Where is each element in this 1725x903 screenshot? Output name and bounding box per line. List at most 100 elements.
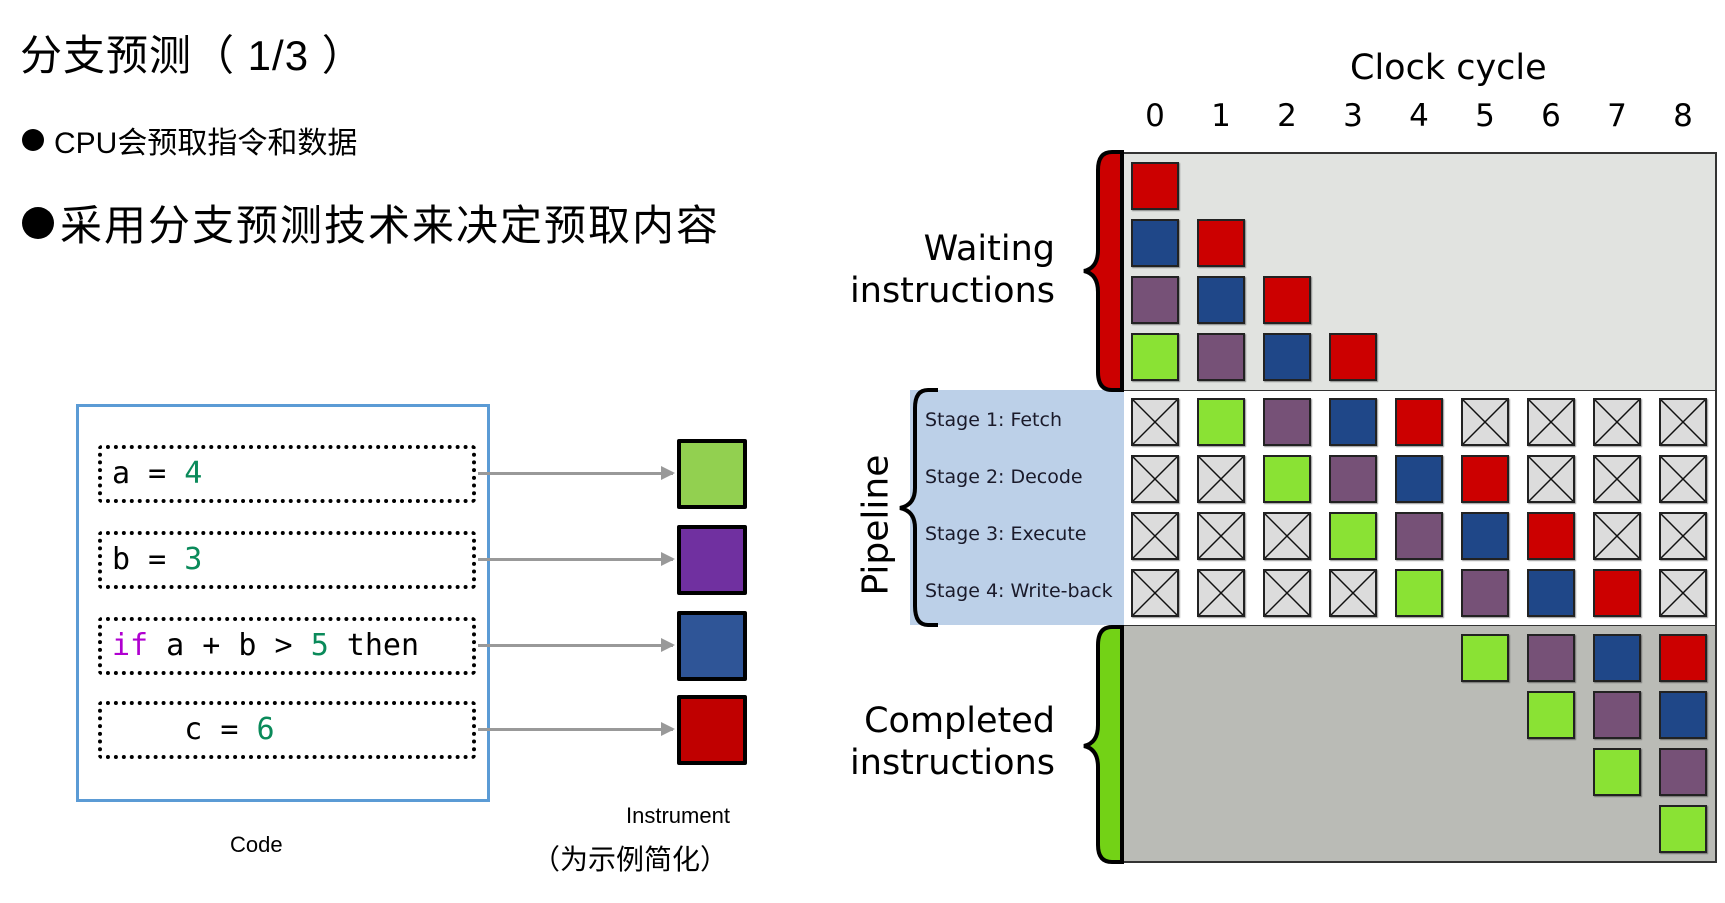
completed-instruction-blue [1593,634,1641,682]
empty-slot-icon [1593,398,1641,446]
waiting-instruction-red [1197,219,1245,267]
code-token-num: 6 [256,712,275,747]
empty-slot-icon [1263,569,1311,617]
code-token-plain: b = [112,542,185,577]
code-line: b = 3 [98,531,476,589]
cycle-tick-2: 2 [1277,98,1297,134]
mapping-arrow-icon [478,722,675,736]
pipeline-label: Pipeline [855,454,897,596]
waiting-instruction-red [1329,333,1377,381]
pipeline-instruction-blue [1461,512,1509,560]
pipeline-instruction-green [1263,455,1311,503]
code-token-plain: a = [112,456,185,491]
code-line: a = 4 [98,445,476,503]
cycle-tick-6: 6 [1541,98,1561,134]
pipeline-instruction-red [1395,398,1443,446]
empty-slot-icon [1197,512,1245,560]
mapping-arrow-icon [478,638,675,652]
pipeline-instruction-red [1461,455,1509,503]
instruction-square [677,525,747,595]
mapping-arrow-icon [478,552,675,566]
code-line: if a + b > 5 then [98,617,476,675]
empty-slot-icon [1593,455,1641,503]
waiting-label-line1: Waiting [923,229,1055,269]
clock-cycle-title: Clock cycle [1350,48,1547,88]
empty-slot-icon [1593,512,1641,560]
waiting-instruction-blue [1197,276,1245,324]
instruction-square [677,695,747,765]
empty-slot-icon [1527,455,1575,503]
pipeline-instruction-purple [1395,512,1443,560]
slide-title: 分支预测（ 1/3 ） [20,32,365,79]
stage-label: Stage 2: Decode [925,466,1083,488]
stage-label-panel [910,390,1124,625]
completed-instruction-purple [1527,634,1575,682]
code-caption: Code [230,832,283,857]
empty-slot-icon [1131,569,1179,617]
cycle-tick-5: 5 [1475,98,1495,134]
stage-label: Stage 1: Fetch [925,409,1062,431]
instruction-square [677,439,747,509]
waiting-instruction-purple [1197,333,1245,381]
empty-slot-icon [1659,512,1707,560]
simplified-note: （为示例简化） [532,844,729,875]
pipeline-brace-icon [899,388,938,627]
empty-slot-icon [1131,455,1179,503]
empty-slot-icon [1131,512,1179,560]
completed-instruction-purple [1659,748,1707,796]
waiting-instruction-red [1263,276,1311,324]
pipeline-instruction-green [1197,398,1245,446]
completed-instruction-green [1593,748,1641,796]
pipeline-instruction-blue [1527,569,1575,617]
empty-slot-icon [1131,398,1179,446]
completed-instruction-red [1659,634,1707,682]
code-token-plain: then [328,628,420,663]
code-line: c = 6 [98,701,476,759]
code-token-plain: a + b > [148,628,311,663]
bullet-2: 采用分支预测技术来决定预取内容 [22,192,720,253]
pipeline-instruction-blue [1395,455,1443,503]
bullet-2-text: 采用分支预测技术来决定预取内容 [60,202,721,249]
cycle-tick-3: 3 [1343,98,1363,134]
cycle-tick-4: 4 [1409,98,1429,134]
pipeline-instruction-red [1593,569,1641,617]
completed-instruction-green [1659,805,1707,853]
completed-instruction-blue [1659,691,1707,739]
cycle-tick-7: 7 [1607,98,1627,134]
pipeline-instruction-green [1395,569,1443,617]
empty-slot-icon [1659,569,1707,617]
instruction-square [677,611,747,681]
code-token-num: 4 [184,456,203,491]
cycle-tick-1: 1 [1211,98,1231,134]
mapping-arrow-icon [478,466,675,480]
empty-slot-icon [1461,398,1509,446]
empty-slot-icon [1659,398,1707,446]
empty-slot-icon [1659,455,1707,503]
completed-instruction-green [1527,691,1575,739]
waiting-label: Waiting instructions [840,228,1055,312]
empty-slot-icon [1329,569,1377,617]
completed-label: Completed instructions [840,700,1055,784]
waiting-instruction-blue [1263,333,1311,381]
empty-slot-icon [1263,512,1311,560]
empty-slot-icon [1197,455,1245,503]
waiting-instruction-purple [1131,276,1179,324]
waiting-instruction-red [1131,162,1179,210]
code-token-num: 5 [310,628,329,663]
code-token-kw: if [112,628,149,663]
waiting-label-line2: instructions [850,271,1055,311]
bullet-1: CPU会预取指令和数据 [22,118,357,162]
bullet-icon [22,129,44,151]
stage-label: Stage 4: Write-back [925,580,1113,602]
waiting-instruction-green [1131,333,1179,381]
waiting-brace-icon [1083,150,1124,392]
pipeline-instruction-purple [1263,398,1311,446]
pipeline-instruction-red [1527,512,1575,560]
cycle-tick-0: 0 [1145,98,1165,134]
code-token-num: 3 [184,542,203,577]
bullet-icon [22,206,54,239]
pipeline-instruction-purple [1329,455,1377,503]
completed-instruction-green [1461,634,1509,682]
waiting-instruction-blue [1131,219,1179,267]
